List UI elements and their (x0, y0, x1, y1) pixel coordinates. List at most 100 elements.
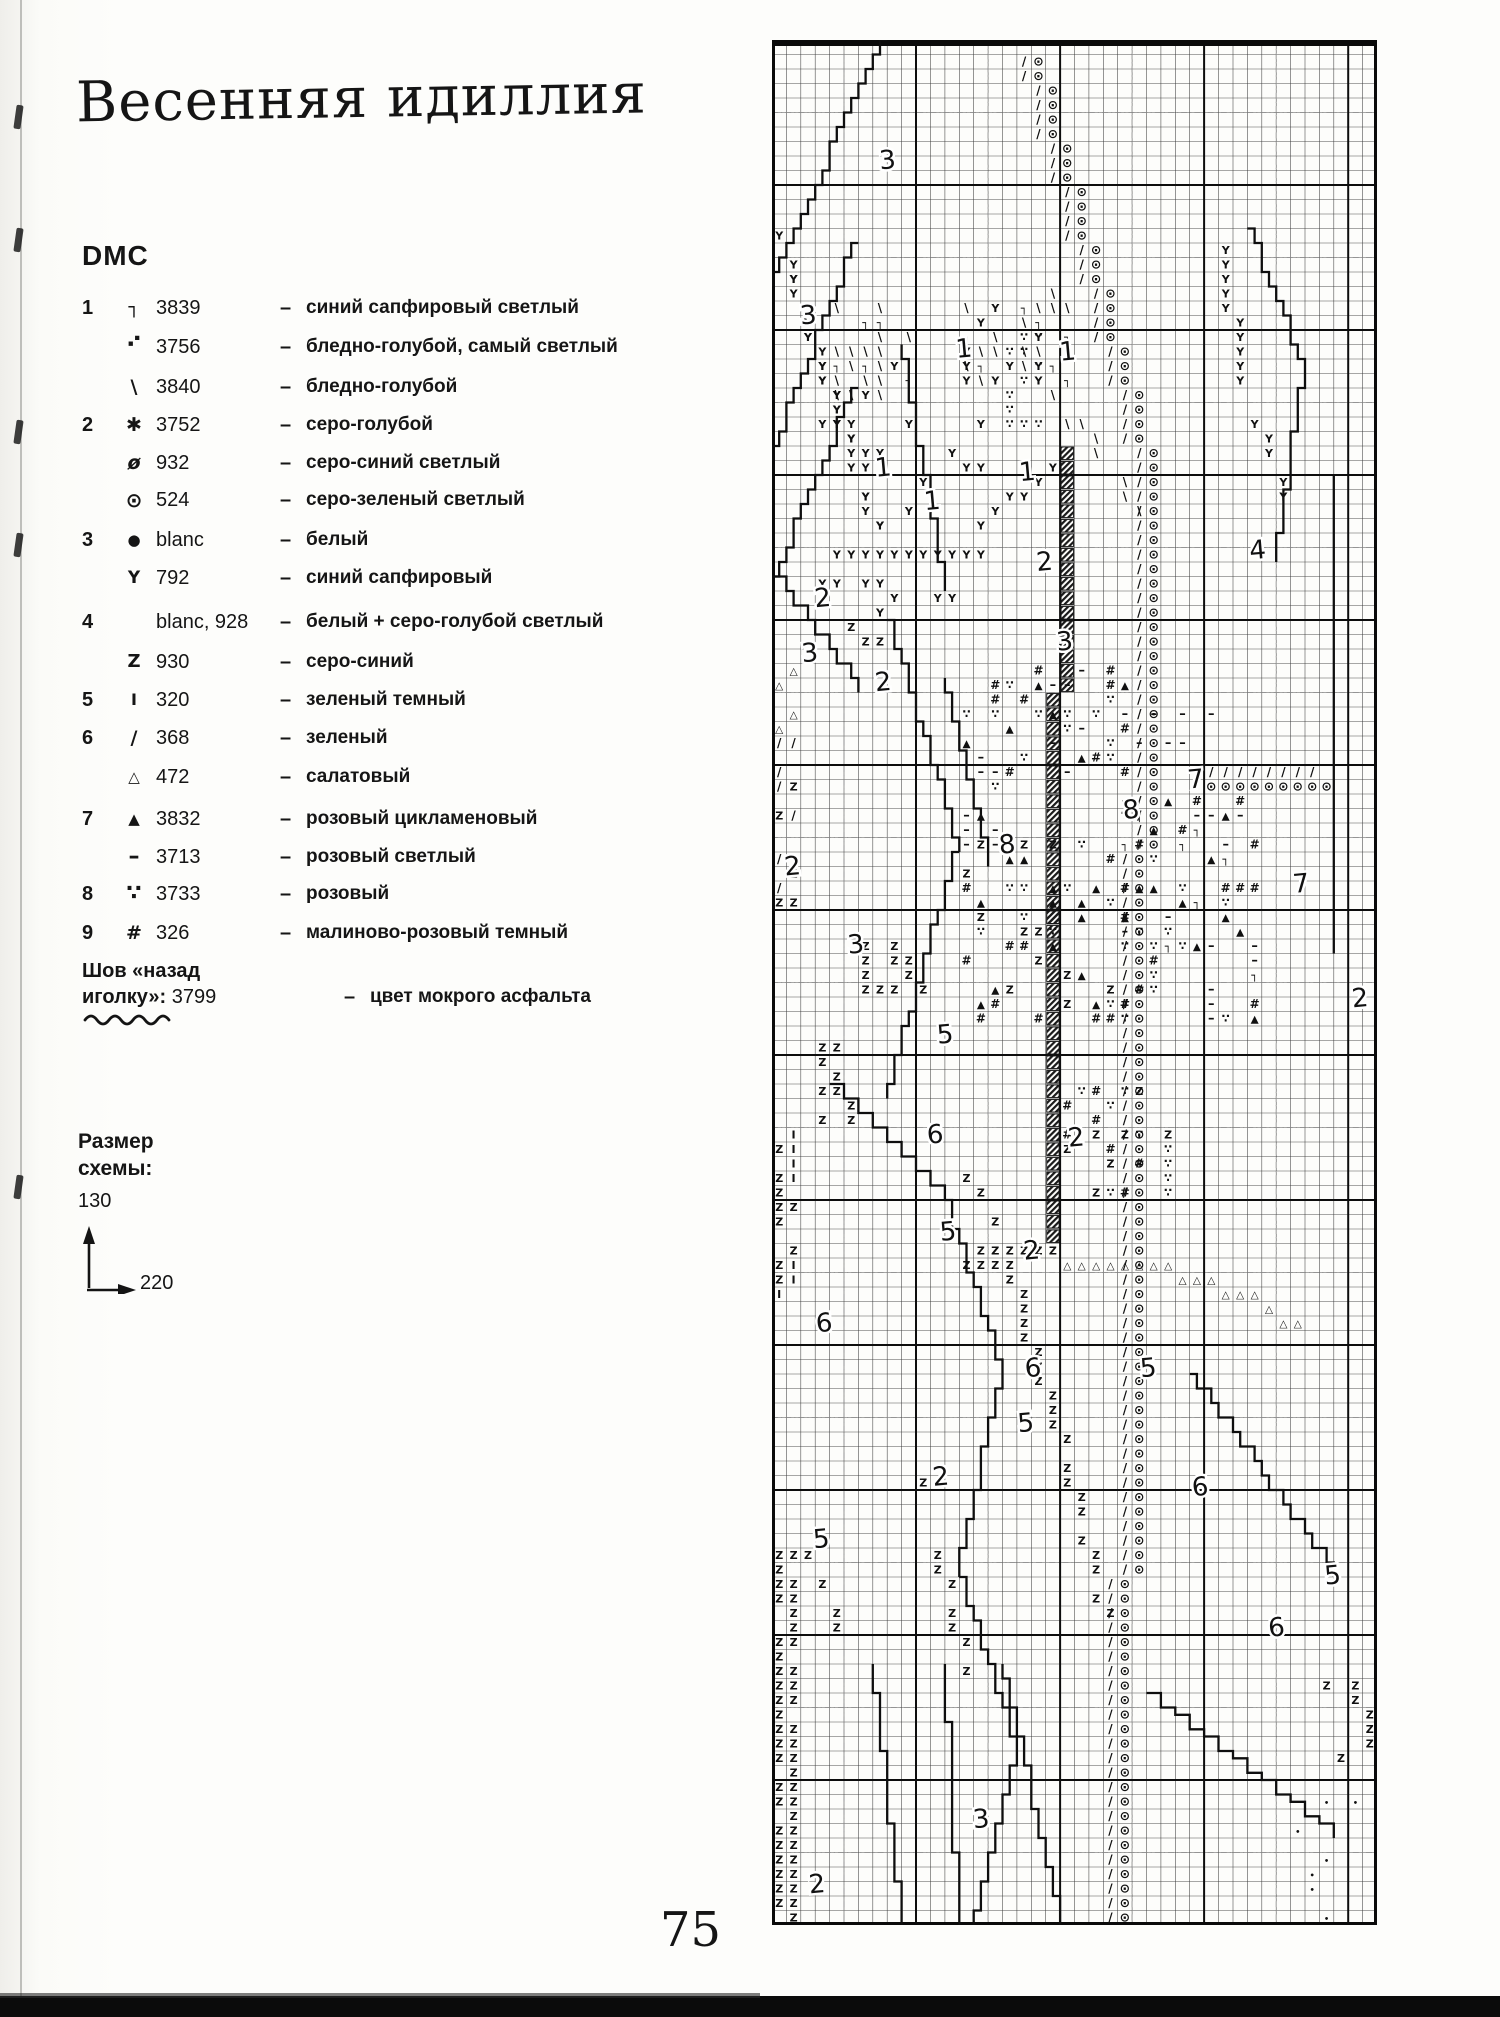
svg-text:#: # (1250, 881, 1260, 895)
chart-region-label: 6 (1023, 1353, 1042, 1384)
svg-text:Z: Z (862, 969, 870, 982)
svg-text:Z: Z (790, 868, 798, 881)
svg-text:Y: Y (1005, 360, 1015, 373)
svg-text:•: • (1310, 1886, 1315, 1895)
svg-text:#: # (961, 881, 971, 895)
svg-text:/: / (1123, 1026, 1128, 1040)
svg-text:•: • (1295, 1828, 1300, 1837)
svg-text:/: / (1224, 765, 1229, 779)
svg-text:/: / (1123, 1490, 1128, 1504)
svg-text:⊙: ⊙ (1134, 982, 1144, 997)
svg-text:/: / (1108, 1592, 1113, 1606)
svg-text:/: / (791, 736, 796, 750)
svg-text:Z: Z (919, 1477, 927, 1490)
svg-text:–: – (1165, 910, 1172, 925)
svg-text:Z: Z (775, 1593, 783, 1606)
svg-text:Z: Z (775, 1897, 783, 1910)
svg-text:\: \ (835, 374, 840, 388)
svg-text:⊙: ⊙ (1120, 1750, 1130, 1765)
svg-text:▲: ▲ (1092, 883, 1101, 895)
legend-row: 2✱3752–серо-голубой (82, 411, 722, 439)
svg-text:#: # (1091, 751, 1101, 765)
svg-text:Z: Z (847, 1100, 855, 1113)
legend-group-number: 6 (82, 726, 94, 749)
legend-thread-code: 3832 (156, 807, 201, 830)
svg-text:#: # (1250, 997, 1260, 1011)
svg-text:⊙: ⊙ (1220, 779, 1230, 794)
svg-text:∵: ∵ (1063, 707, 1071, 721)
svg-text:/: / (1108, 1853, 1113, 1867)
svg-text:⊙: ⊙ (1148, 619, 1158, 634)
svg-text:Z: Z (977, 1187, 985, 1200)
svg-text:/: / (1310, 765, 1315, 779)
svg-text:/: / (1123, 1084, 1128, 1098)
svg-text:⊙: ⊙ (1076, 228, 1086, 243)
svg-text:⊙: ⊙ (1148, 822, 1158, 837)
svg-text:⊙: ⊙ (1134, 387, 1144, 402)
svg-text:▲: ▲ (1150, 825, 1159, 837)
svg-text:Z: Z (1063, 1143, 1071, 1156)
chart-region-label: 2 (931, 1462, 950, 1493)
svg-text:–: – (1078, 722, 1085, 737)
svg-text:Z: Z (775, 1883, 783, 1896)
svg-text:Z: Z (876, 984, 884, 997)
legend-row: 9#326–малиново-розовый темный (82, 919, 722, 947)
svg-text:Y: Y (789, 259, 799, 272)
svg-text:/: / (1123, 1563, 1128, 1577)
svg-text:Z: Z (775, 1694, 783, 1707)
chart-region-label: 7 (1291, 869, 1310, 900)
svg-text:▲: ▲ (1078, 898, 1087, 910)
svg-text:Z: Z (1020, 1288, 1028, 1301)
svg-text:⊙: ⊙ (1120, 1634, 1130, 1649)
svg-text:Z: Z (775, 1259, 783, 1272)
svg-text:⊙: ⊙ (1134, 402, 1144, 417)
svg-text:⊙: ⊙ (1091, 271, 1101, 286)
svg-text:/: / (1123, 1360, 1128, 1374)
svg-text:⊙: ⊙ (1048, 83, 1058, 98)
chart-region-label: 3 (846, 929, 865, 960)
svg-text:/: / (1137, 736, 1142, 750)
svg-text:Z: Z (775, 1854, 783, 1867)
svg-text:△: △ (775, 724, 784, 736)
svg-text:∵: ∵ (1121, 1012, 1129, 1026)
svg-text:\: \ (964, 301, 969, 315)
svg-text:⊙: ⊙ (1148, 677, 1158, 692)
svg-text:⊙: ⊙ (1134, 1504, 1144, 1519)
svg-text:\: \ (1051, 388, 1056, 402)
legend-row: 3●blanc–белый (82, 526, 722, 554)
svg-text:Z: Z (890, 984, 898, 997)
svg-text:I: I (792, 1172, 796, 1185)
svg-text:Z: Z (890, 955, 898, 968)
svg-text:#: # (1235, 794, 1245, 808)
svg-text:⊙: ⊙ (1062, 155, 1072, 170)
svg-text:┐: ┐ (1035, 317, 1042, 330)
svg-text:⊙: ⊙ (1307, 779, 1317, 794)
svg-text:\: \ (1051, 287, 1056, 301)
legend-thread-code: 524 (156, 488, 190, 511)
svg-text:⊙: ⊙ (1120, 1910, 1130, 1925)
svg-text:∵: ∵ (1034, 359, 1042, 373)
svg-text:Y: Y (1235, 360, 1245, 373)
svg-text:\: \ (1022, 316, 1027, 330)
svg-text:–: – (1222, 838, 1229, 853)
svg-text:∵: ∵ (1063, 881, 1071, 895)
svg-text:Z: Z (1063, 969, 1071, 982)
svg-text:/: / (791, 809, 796, 823)
svg-text:∵: ∵ (1106, 736, 1114, 750)
svg-text:Z: Z (862, 940, 870, 953)
size-block: Размер схемы: 130 220 (78, 1128, 173, 1294)
svg-text:⊙: ⊙ (1091, 257, 1101, 272)
svg-text:Y: Y (1235, 331, 1245, 344)
svg-text:\: \ (835, 301, 840, 315)
svg-text:△: △ (1135, 1260, 1144, 1272)
svg-text:Y: Y (1048, 462, 1058, 475)
svg-text:#: # (1120, 997, 1130, 1011)
svg-text:/: / (1123, 388, 1128, 402)
svg-text:/: / (1137, 490, 1142, 504)
svg-text:\: \ (863, 345, 868, 359)
svg-text:/: / (1123, 1171, 1128, 1185)
svg-text:∵: ∵ (1034, 330, 1042, 344)
svg-text:▲: ▲ (1049, 883, 1058, 895)
legend-dash: – (280, 296, 292, 319)
svg-text:⊙: ⊙ (1134, 851, 1144, 866)
